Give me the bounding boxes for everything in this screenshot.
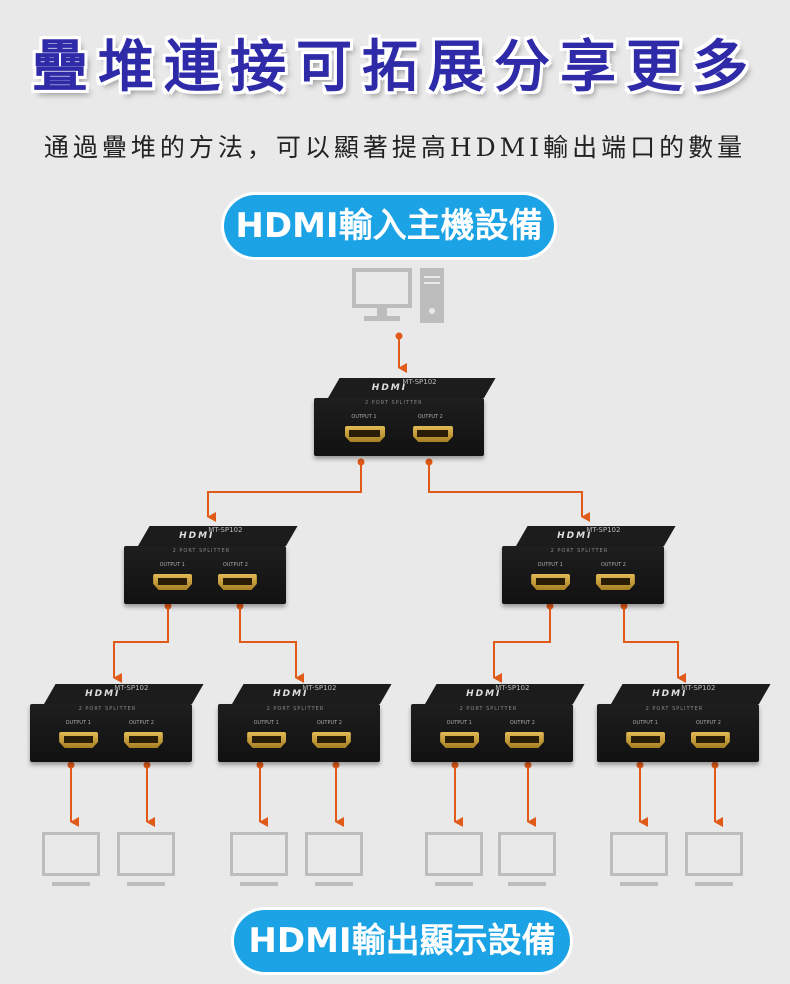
output-2-label: OUTPUT 2 bbox=[222, 562, 248, 568]
hdmi-logo: HDMI bbox=[85, 689, 121, 699]
monitor-icon bbox=[305, 832, 363, 888]
output-1-label: OUTPUT 1 bbox=[159, 562, 185, 568]
hdmi-logo: HDMI bbox=[179, 531, 215, 541]
splitter-subtitle: 2 PORT SPLITTER bbox=[266, 706, 325, 712]
output-1-label: OUTPUT 1 bbox=[446, 720, 472, 726]
arrow-l2a-out1 bbox=[113, 606, 169, 683]
hdmi-output-port-1 bbox=[153, 574, 193, 590]
monitor-icon bbox=[42, 832, 100, 888]
output-2-label: OUTPUT 2 bbox=[600, 562, 626, 568]
hdmi-output-port-1 bbox=[626, 732, 666, 748]
hdmi-output-port-2 bbox=[690, 732, 730, 748]
splitter-subtitle: 2 PORT SPLITTER bbox=[550, 548, 609, 554]
output-2-label: OUTPUT 2 bbox=[695, 720, 721, 726]
output-1-label: OUTPUT 1 bbox=[537, 562, 563, 568]
hdmi-logo: HDMI bbox=[652, 689, 688, 699]
hdmi-output-port-2 bbox=[217, 574, 257, 590]
model-number: MT-SP102 bbox=[402, 378, 437, 386]
splitter-subtitle: 2 PORT SPLITTER bbox=[459, 706, 518, 712]
hdmi-logo: HDMI bbox=[466, 689, 502, 699]
model-number: MT-SP102 bbox=[495, 684, 530, 692]
arrow-l2a-out2 bbox=[239, 606, 304, 683]
arrow-level1-left bbox=[207, 462, 362, 522]
output-1-label: OUTPUT 1 bbox=[65, 720, 91, 726]
hdmi-output-port-1 bbox=[344, 426, 386, 442]
hdmi-output-port-1 bbox=[247, 732, 287, 748]
hdmi-logo: HDMI bbox=[371, 383, 408, 393]
arrow-level1-right bbox=[428, 462, 590, 522]
page-subtitle: 通過疊堆的方法，可以顯著提高HDMI輸出端口的數量 bbox=[43, 133, 747, 162]
arrow-l2b-out2 bbox=[623, 606, 686, 683]
hdmi-output-port-1 bbox=[440, 732, 480, 748]
model-number: MT-SP102 bbox=[586, 526, 621, 534]
output-1-label: OUTPUT 1 bbox=[632, 720, 658, 726]
output-1-label: OUTPUT 1 bbox=[253, 720, 279, 726]
monitor-icon bbox=[610, 832, 668, 888]
monitor-icon bbox=[230, 832, 288, 888]
monitor-icon bbox=[117, 832, 175, 888]
output-1-label: OUTPUT 1 bbox=[351, 414, 377, 420]
output-2-label: OUTPUT 2 bbox=[417, 414, 443, 420]
hdmi-logo: HDMI bbox=[557, 531, 593, 541]
monitor-icon bbox=[498, 832, 556, 888]
hdmi-output-port-2 bbox=[123, 732, 163, 748]
hdmi-logo: HDMI bbox=[273, 689, 309, 699]
splitter-subtitle: 2 PORT SPLITTER bbox=[645, 706, 704, 712]
hdmi-output-port-2 bbox=[595, 574, 635, 590]
model-number: MT-SP102 bbox=[114, 684, 149, 692]
monitor-icon bbox=[685, 832, 743, 888]
hdmi-output-port-2 bbox=[412, 426, 454, 442]
splitter-subtitle: 2 PORT SPLITTER bbox=[78, 706, 137, 712]
output-device-label: HDMI輸出顯示設備 bbox=[234, 910, 570, 972]
output-2-label: OUTPUT 2 bbox=[316, 720, 342, 726]
model-number: MT-SP102 bbox=[302, 684, 337, 692]
hdmi-output-port-1 bbox=[59, 732, 99, 748]
arrow-l2b-out1 bbox=[493, 606, 551, 683]
model-number: MT-SP102 bbox=[208, 526, 243, 534]
hdmi-output-port-1 bbox=[531, 574, 571, 590]
input-device-label: HDMI輸入主機設備 bbox=[224, 195, 554, 257]
output-2-label: OUTPUT 2 bbox=[128, 720, 154, 726]
desktop-computer-icon bbox=[352, 268, 446, 326]
hdmi-output-port-2 bbox=[504, 732, 544, 748]
page-title: 疊堆連接可拓展分享更多 bbox=[32, 35, 758, 100]
monitor-icon bbox=[425, 832, 483, 888]
model-number: MT-SP102 bbox=[681, 684, 716, 692]
splitter-subtitle: 2 PORT SPLITTER bbox=[365, 400, 423, 406]
hdmi-output-port-2 bbox=[311, 732, 351, 748]
splitter-subtitle: 2 PORT SPLITTER bbox=[172, 548, 231, 554]
output-2-label: OUTPUT 2 bbox=[509, 720, 535, 726]
